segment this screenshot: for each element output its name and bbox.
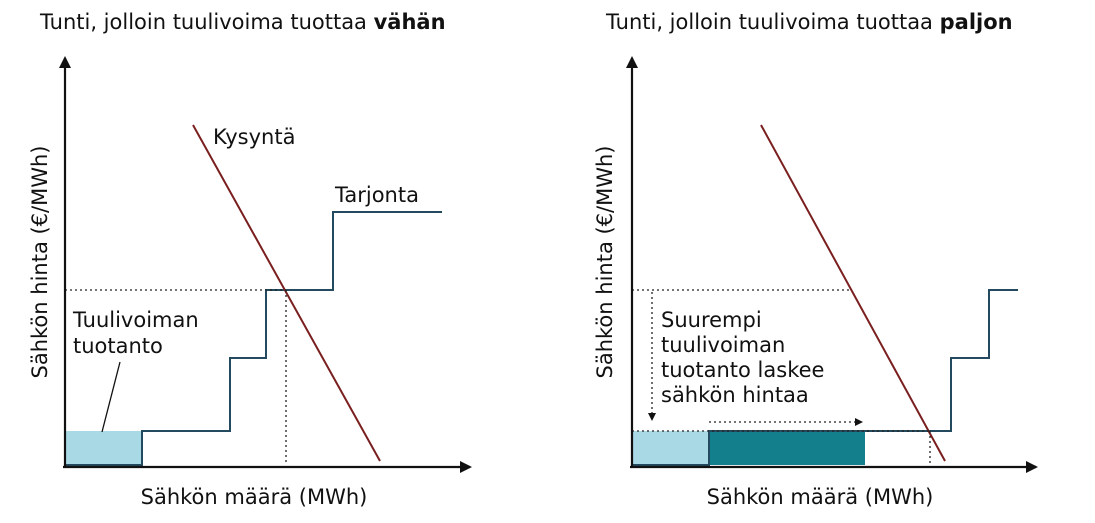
demand-curve: [192, 124, 381, 462]
panel-low-wind: Tunti, jolloin tuulivoima tuottaa vähän …: [28, 10, 472, 509]
supply-label: Tarjonta: [334, 183, 419, 207]
supply-curve: [65, 211, 442, 466]
y-axis-label: Sähkön hinta (€/MWh): [593, 146, 617, 379]
wind-production-area: [65, 431, 142, 465]
note-line-2: tuulivoiman: [661, 333, 785, 357]
panel-title: Tunti, jolloin tuulivoima tuottaa paljon: [605, 10, 1013, 34]
demand-label: Kysyntä: [213, 125, 295, 149]
x-axis-label: Sähkön määrä (MWh): [707, 485, 934, 509]
note-line-3: tuotanto laskee: [661, 358, 824, 382]
note-line-4: sähkön hintaa: [661, 383, 809, 407]
panel-title: Tunti, jolloin tuulivoima tuottaa vähän: [39, 10, 446, 34]
x-axis-label: Sähkön määrä (MWh): [141, 485, 368, 509]
wind-production-area-extra: [709, 431, 865, 465]
wind-production-area-base: [632, 431, 709, 465]
note-line-1: Suurempi: [661, 308, 762, 332]
wind-label-pointer: [101, 361, 121, 433]
demand-curve: [760, 124, 946, 462]
panel-high-wind: Tunti, jolloin tuulivoima tuottaa paljon…: [593, 10, 1038, 509]
supply-curve: [632, 289, 1018, 466]
wind-production-label-line1: Tuulivoiman: [72, 308, 199, 332]
y-axis-label: Sähkön hinta (€/MWh): [28, 146, 52, 379]
wind-production-label-line2: tuotanto: [73, 334, 163, 358]
